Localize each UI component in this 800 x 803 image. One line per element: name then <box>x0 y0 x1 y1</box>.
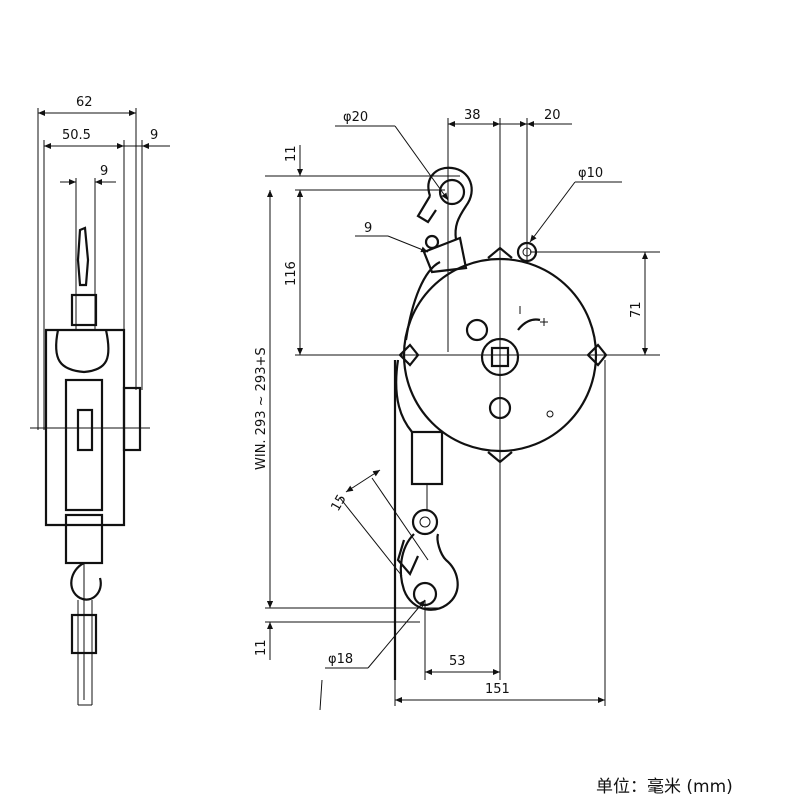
dim-62: 62 <box>76 95 93 110</box>
dim-win-293: WIN. 293 ~ 293+S <box>254 347 269 470</box>
dim-151: 151 <box>485 682 510 697</box>
dim-116: 116 <box>284 261 299 286</box>
side-view: 62 50.5 9 9 <box>30 95 170 706</box>
dim-phi10: φ10 <box>578 166 603 181</box>
dim-phi20: φ20 <box>343 110 368 125</box>
dim-20: 20 <box>544 108 561 123</box>
dim-9-shaft: 9 <box>100 164 108 179</box>
units-note: 单位：毫米 (mm) <box>596 777 733 797</box>
dim-11-top: 11 <box>284 145 299 162</box>
dim-11-bottom: 11 <box>254 639 269 656</box>
dim-9-hook: 9 <box>364 221 372 236</box>
dim-15: 15 <box>328 492 349 514</box>
dim-53: 53 <box>449 654 466 669</box>
dim-71: 71 <box>629 301 644 318</box>
front-view <box>265 118 660 711</box>
dim-50-5: 50.5 <box>62 128 91 143</box>
dim-38: 38 <box>464 108 481 123</box>
dim-phi18: φ18 <box>328 652 353 667</box>
dim-9-right: 9 <box>150 128 158 143</box>
